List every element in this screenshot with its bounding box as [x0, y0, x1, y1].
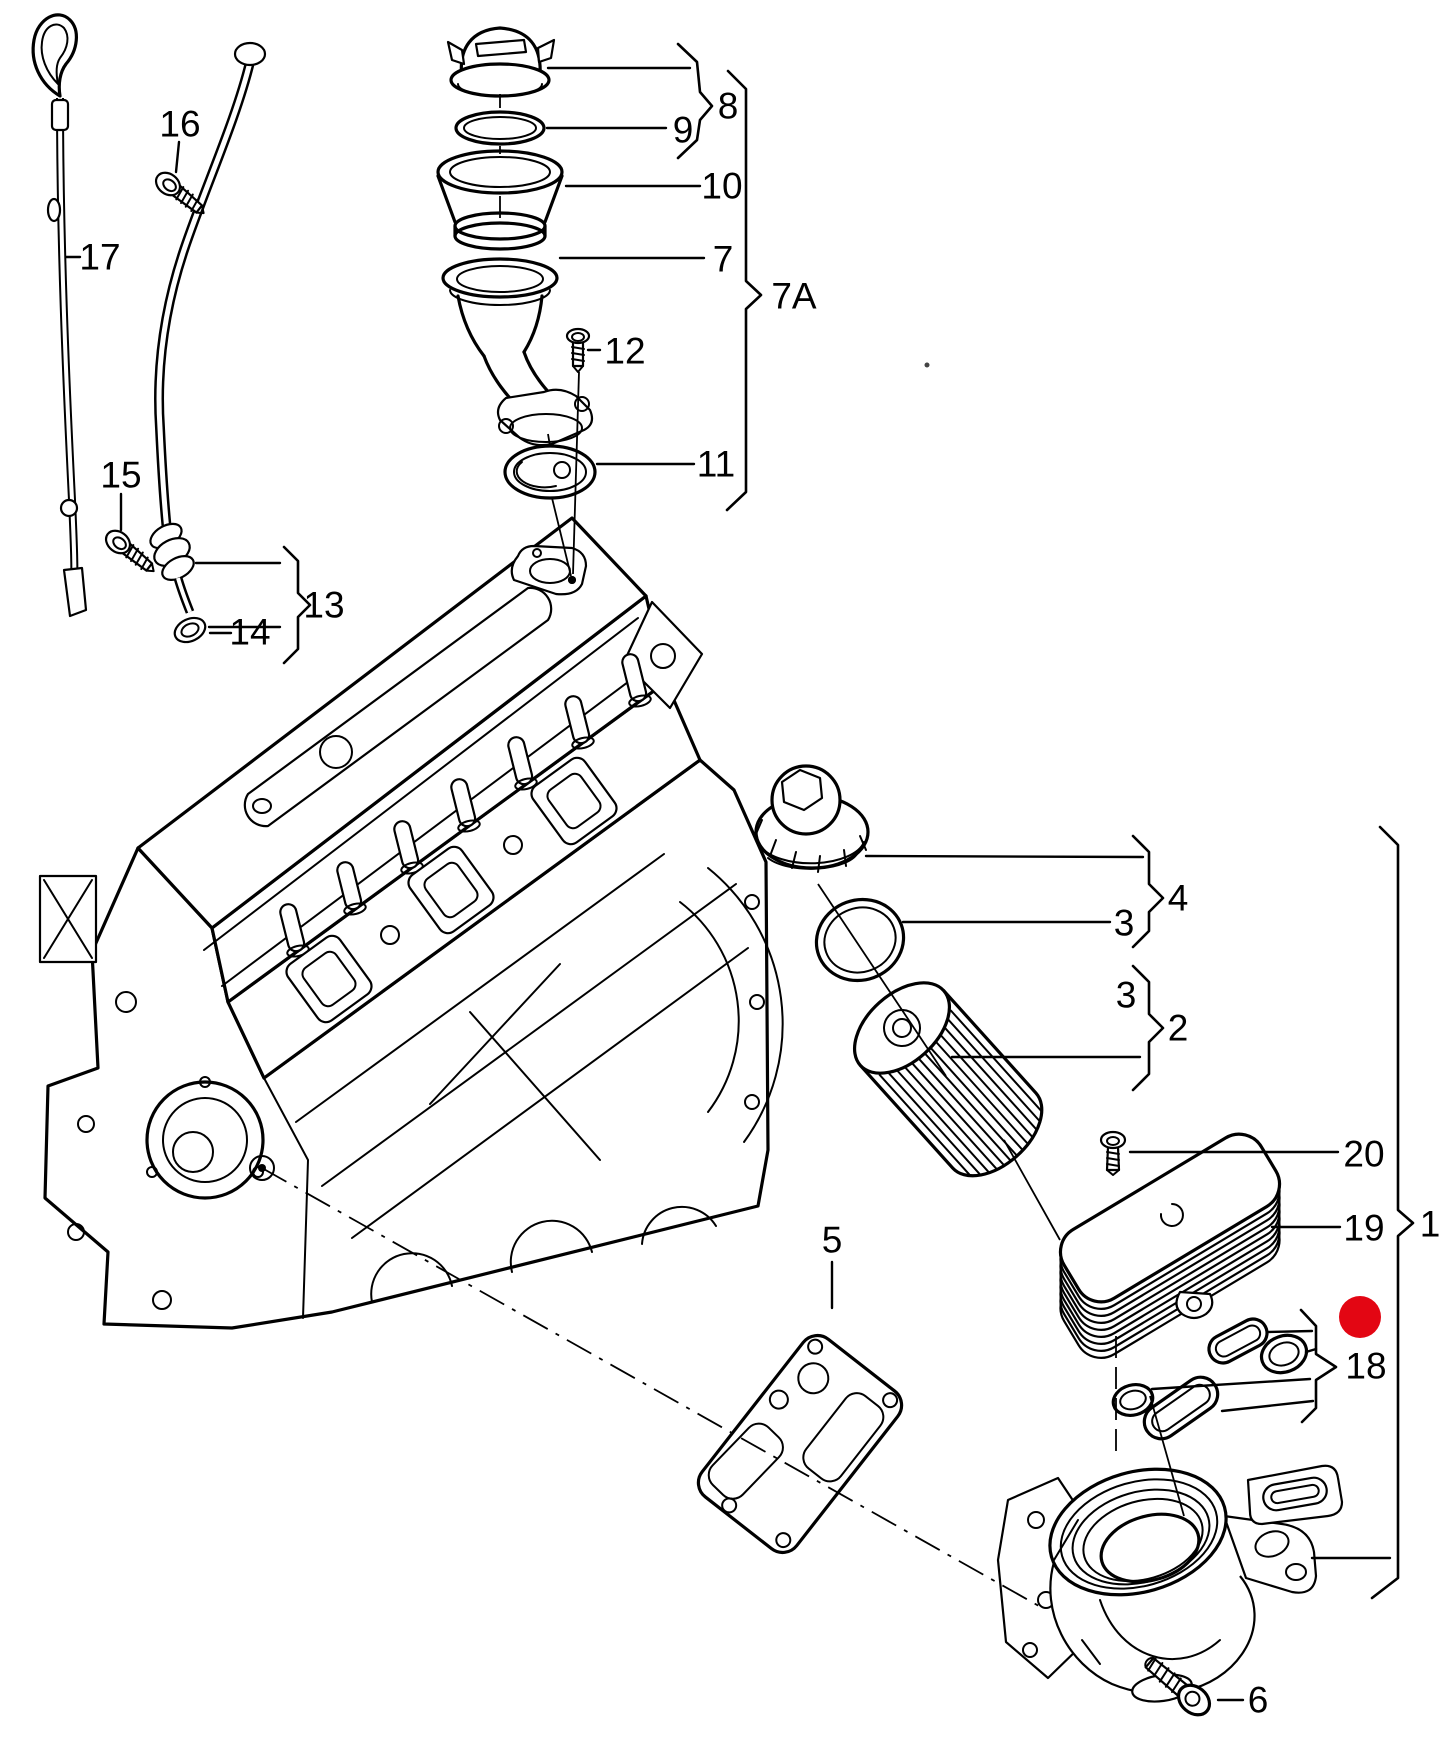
- leader-lines: [64, 66, 1392, 1702]
- tube-end-seal-14: [173, 616, 207, 644]
- screw-6: [1144, 1657, 1212, 1717]
- callout-7: 7: [713, 239, 734, 280]
- screw-20: [1099, 1130, 1127, 1176]
- seal-set-18: [1111, 1317, 1309, 1441]
- callout-5: 5: [822, 1220, 843, 1261]
- oil-filter-housing: [996, 1464, 1344, 1703]
- callout-3a: 3: [1114, 903, 1135, 944]
- gasket-5: [696, 1333, 904, 1555]
- brace-13: [282, 545, 312, 665]
- mounting-reference-line: [261, 1167, 1047, 1611]
- dipstick: [31, 13, 88, 618]
- filter-cap-4: [754, 764, 870, 873]
- bracket-7a: [725, 69, 763, 512]
- callout-18: 18: [1345, 1346, 1386, 1387]
- cap-seal-9: [454, 110, 546, 146]
- filter-element-2: [852, 981, 1044, 1178]
- brace-4: [1131, 834, 1165, 949]
- oil-cooler-19: [1058, 1132, 1282, 1359]
- callout-17: 17: [79, 237, 120, 278]
- brace-2: [1131, 964, 1165, 1092]
- callout-2: 2: [1168, 1008, 1189, 1049]
- callout-10: 10: [701, 166, 742, 207]
- callout-13: 13: [303, 585, 344, 626]
- callouts: 17 16 15 13 14 8 9 10 7 7A 12 11 4 3 3 2…: [79, 86, 1440, 1721]
- callout-7a: 7A: [771, 276, 817, 317]
- brace-18: [1299, 1308, 1338, 1424]
- glow-plug-studs: [279, 653, 652, 958]
- callout-14: 14: [229, 612, 270, 653]
- callout-11: 11: [697, 444, 735, 485]
- o-ring-3: [814, 897, 906, 983]
- callout-1: 1: [1420, 1204, 1441, 1245]
- highlight-marker-dot: [1339, 1296, 1381, 1338]
- filler-gasket-11: [503, 444, 597, 500]
- callout-16: 16: [159, 104, 200, 145]
- callout-20: 20: [1343, 1134, 1384, 1175]
- screw-16: [154, 171, 205, 215]
- callout-4: 4: [1168, 878, 1189, 919]
- exhaust-port-gaskets: [285, 756, 618, 1024]
- screw-15: [104, 529, 155, 573]
- print-speck: [924, 362, 930, 368]
- filler-neck-7: [441, 257, 594, 447]
- screw-12: [565, 327, 591, 373]
- callout-15: 15: [100, 455, 141, 496]
- bracket-1: [1370, 825, 1415, 1600]
- valve-cover: [136, 516, 704, 1004]
- group-brackets: [282, 42, 1415, 1600]
- callout-6: 6: [1248, 1680, 1269, 1721]
- callout-8: 8: [718, 86, 739, 127]
- oil-filler-cap-8: [446, 26, 556, 98]
- assembly-axis-lines: [261, 94, 1185, 1611]
- callout-12: 12: [604, 331, 645, 372]
- callout-9: 9: [673, 110, 694, 151]
- callout-3b: 3: [1116, 975, 1137, 1016]
- brace-8-9: [676, 42, 714, 160]
- callout-19: 19: [1343, 1208, 1384, 1249]
- dipstick-guide-tube: [149, 41, 267, 644]
